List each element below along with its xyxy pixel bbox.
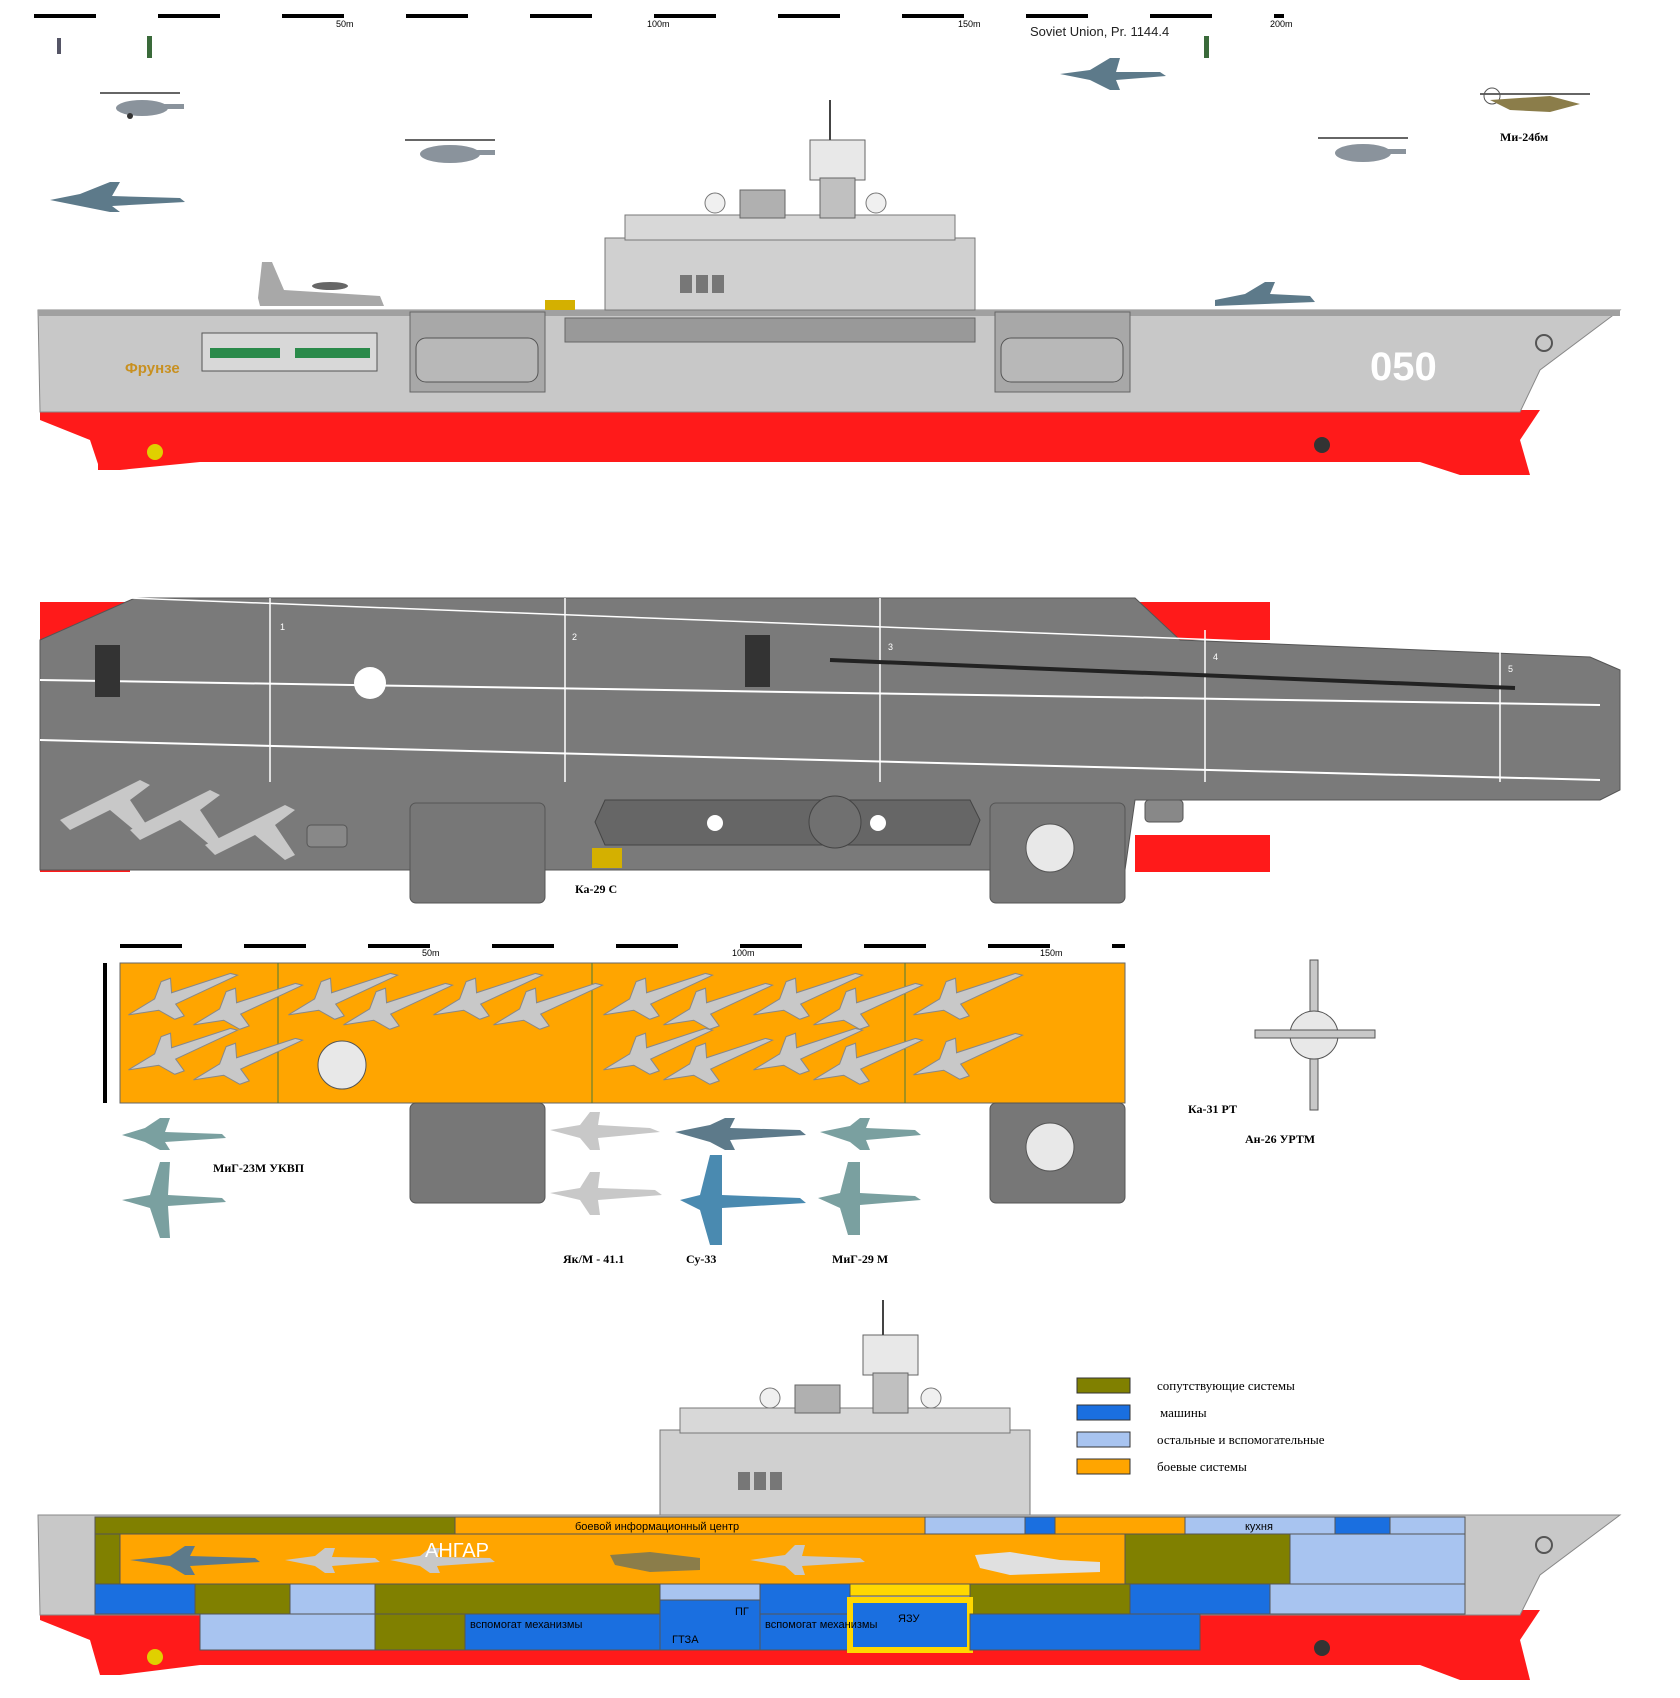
an26-plan-icon xyxy=(1254,959,1376,1111)
fighter-jet-icon xyxy=(663,982,775,1030)
hull-number: 050 xyxy=(1370,345,1437,389)
label-mig23: МиГ-23М УКВП xyxy=(213,1161,305,1175)
deck-number-4: 4 xyxy=(1213,652,1218,662)
fighter-jet-icon xyxy=(663,1037,775,1085)
mig23-icon xyxy=(122,1118,226,1238)
label-ka31: Ка-31 РТ xyxy=(1188,1102,1237,1116)
legend-item: машины xyxy=(1076,1404,1207,1421)
ship-deck-plan xyxy=(39,597,1621,904)
scale-tick-50: 50m xyxy=(336,19,354,29)
fighter-jet-icon xyxy=(913,972,1025,1020)
label-hangar: АНГАР xyxy=(425,1540,489,1562)
deck-number-5: 5 xyxy=(1508,664,1513,674)
legend-item: боевые системы xyxy=(1076,1458,1247,1475)
label-aux-machinery-2: вспомогат механизмы xyxy=(765,1619,877,1631)
scale-tick-150: 150m xyxy=(958,19,981,29)
deck-number-1: 1 xyxy=(280,622,285,632)
ship-side-profile xyxy=(37,100,1622,475)
fighter-jet-icon xyxy=(50,182,185,212)
deck-number-2: 2 xyxy=(572,632,577,642)
fighter-jet-icon xyxy=(193,982,305,1030)
legend-item: остальные и вспомогательные xyxy=(1076,1431,1325,1448)
ka-helicopter-icon xyxy=(100,92,184,119)
missile-icon xyxy=(57,36,1209,58)
fighter-jet-icon xyxy=(343,982,455,1030)
deck-numbers: 1 2 3 4 5 xyxy=(280,622,1513,674)
svg-text:остальные и вспомогательные: остальные и вспомогательные xyxy=(1157,1432,1325,1447)
diagram-title: Soviet Union, Pr. 1144.4 xyxy=(1030,24,1169,39)
fighter-jet-icon xyxy=(813,982,925,1030)
label-pg: ПГ xyxy=(735,1606,749,1618)
label-mi24: Ми-24бм xyxy=(1500,130,1548,144)
fighter-jet-icon xyxy=(913,1032,1025,1080)
svg-text:сопутствующие системы: сопутствующие системы xyxy=(1157,1378,1295,1393)
hangar-scale-bar: 50m 100m 150m xyxy=(103,944,1125,1103)
legend: сопутствующие системы машины остальные и… xyxy=(1076,1377,1325,1475)
hangar-plan xyxy=(119,962,1126,1204)
hangar-scale-tick-150: 150m xyxy=(1040,948,1063,958)
fighter-jet-icon xyxy=(288,972,400,1020)
fighter-jet-icon xyxy=(1060,58,1166,90)
legend-item: сопутствующие системы xyxy=(1076,1377,1295,1394)
mi24-helicopter-icon xyxy=(1480,87,1590,112)
label-an26: Ан-26 УРТМ xyxy=(1245,1132,1315,1146)
ship-name: Фрунзе xyxy=(125,360,180,377)
top-scale-bar: 50m 100m 150m 200m xyxy=(34,14,1293,29)
fighter-jet-icon xyxy=(603,972,715,1020)
fighter-jet-icon xyxy=(753,1027,865,1075)
ship-cutaway xyxy=(37,1300,1622,1680)
label-gtza: ГТЗА xyxy=(672,1634,699,1646)
label-ka29: Ка-29 С xyxy=(575,882,617,896)
svg-text:боевые системы: боевые системы xyxy=(1157,1459,1247,1474)
fighter-jet-icon xyxy=(128,1027,240,1075)
fighter-jet-icon xyxy=(603,1027,715,1075)
ka-helicopter-icon xyxy=(1318,137,1408,162)
hangar-scale-tick-100: 100m xyxy=(732,948,755,958)
label-mig29: МиГ-29 М xyxy=(832,1252,888,1266)
mig29-icon xyxy=(818,1118,921,1235)
compartment-labels: боевой информационный центр кухня АНГАР … xyxy=(425,1521,1273,1646)
fighter-jet-icon xyxy=(813,1037,925,1085)
label-su33: Су-33 xyxy=(686,1252,716,1266)
hangar-scale-tick-50: 50m xyxy=(422,948,440,958)
label-cic: боевой информационный центр xyxy=(575,1521,739,1533)
yak41-icon xyxy=(550,1112,662,1215)
svg-text:машины: машины xyxy=(1160,1405,1207,1420)
label-aux-machinery-1: вспомогат механизмы xyxy=(470,1619,582,1631)
deck-number-3: 3 xyxy=(888,642,893,652)
su33-icon xyxy=(675,1118,806,1245)
fighter-jet-icon xyxy=(493,982,605,1030)
fighter-jet-icon xyxy=(433,972,545,1020)
fighter-jet-icon xyxy=(753,972,865,1020)
hangar-jets xyxy=(128,972,1025,1085)
label-yazu: ЯЗУ xyxy=(898,1613,920,1625)
scale-tick-200: 200m xyxy=(1270,19,1293,29)
scale-tick-100: 100m xyxy=(647,19,670,29)
label-galley: кухня xyxy=(1245,1521,1273,1533)
fighter-jet-icon xyxy=(193,1037,305,1085)
fighter-jet-icon xyxy=(128,972,240,1020)
ka-helicopter-icon xyxy=(405,139,495,163)
label-yak41: Як/М - 41.1 xyxy=(563,1252,624,1266)
